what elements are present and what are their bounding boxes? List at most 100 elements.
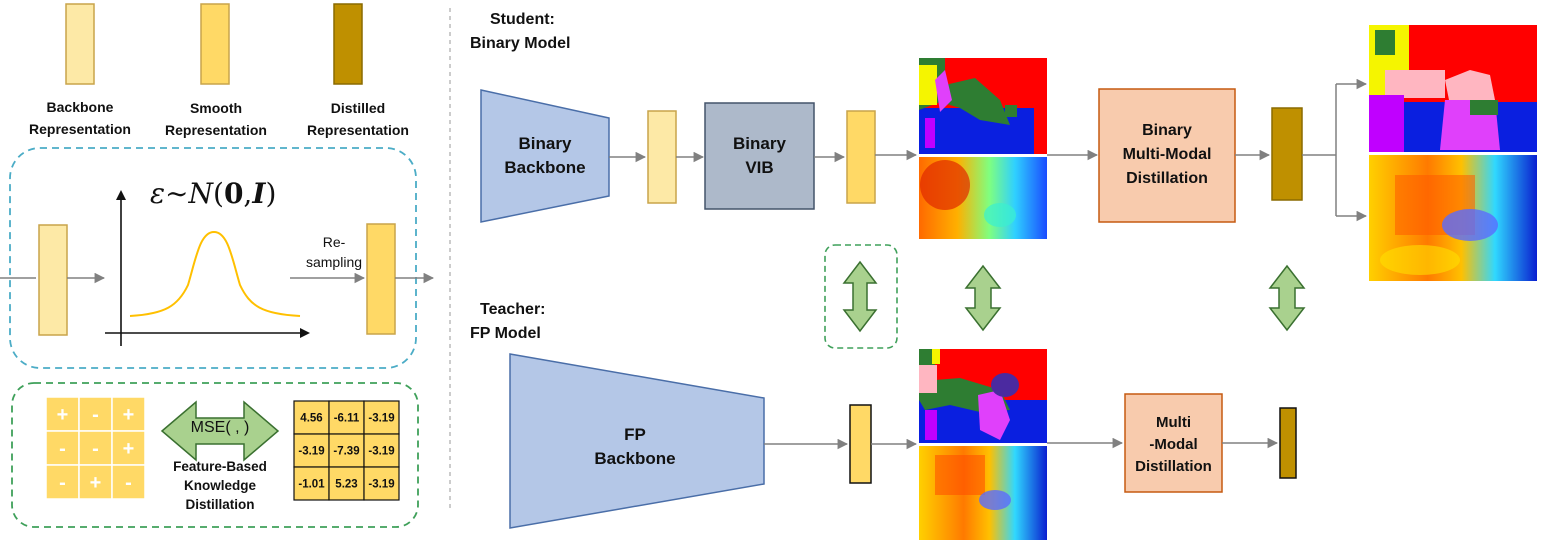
double-arrow-outputs: [964, 264, 1002, 332]
sign-grid-cell: [45, 430, 80, 466]
legend-distilled-line1: Distilled: [330, 100, 386, 116]
x-axis-head: [300, 328, 310, 338]
sign-grid-text: -: [92, 438, 99, 460]
kd-line2: Knowledge: [183, 478, 256, 493]
value-grid-text: -3.19: [368, 479, 394, 491]
student-distilled-rep: [1271, 107, 1303, 201]
resampling-label: Re- sampling: [296, 232, 372, 272]
fp-backbone-line2: Backbone: [594, 449, 676, 468]
legend-backbone-line2: Representation: [29, 121, 131, 137]
sign-grid-cell: [45, 464, 80, 500]
legend-smooth-label: Smooth Representation: [150, 97, 282, 141]
kd-panel: [11, 382, 419, 528]
sign-grid-text: -: [59, 472, 66, 494]
fp-backbone-box: [509, 353, 765, 529]
binary-distill-line3: Distillation: [1126, 170, 1208, 187]
fp-backbone-line1: FP: [624, 425, 646, 444]
formula-identity: I: [252, 177, 266, 210]
binary-backbone-line2: Backbone: [504, 158, 586, 177]
value-grid-text: -3.19: [298, 446, 324, 458]
value-grid-text: -6.11: [334, 413, 360, 425]
formula-open: (: [213, 177, 224, 210]
value-grid-cell: [363, 400, 400, 435]
student-segmentation-map: [919, 58, 1047, 154]
sign-grid-text: -: [92, 404, 99, 426]
legend-backbone-line1: Backbone: [46, 99, 114, 115]
sign-grid-cell: [111, 464, 146, 500]
representation-link-box: [824, 244, 898, 349]
sign-grid: + - + - - + - + -: [45, 396, 146, 500]
sign-grid-cell: [78, 464, 113, 500]
double-arrow-distilled: [1268, 264, 1306, 332]
kd-label: Feature-Based Knowledge Distillation: [150, 457, 290, 514]
value-grid-cell: [328, 400, 365, 435]
sign-grid-text: -: [59, 438, 66, 460]
teacher-segmentation-map: [919, 349, 1047, 443]
value-grid-cell: [328, 466, 365, 501]
noise-formula: ε∼N(0,I): [150, 177, 290, 210]
legend-distilled-line2: Representation: [307, 122, 409, 138]
formula-comma: ,: [243, 177, 253, 210]
y-axis-head: [116, 190, 126, 200]
sign-grid-text: +: [123, 404, 135, 426]
binary-distill-line2: Multi-Modal: [1122, 146, 1212, 163]
value-grid-cell: [363, 466, 400, 501]
teacher-title-line1: Teacher:: [480, 301, 546, 318]
value-grid-text: -7.39: [333, 446, 359, 458]
sign-grid-text: +: [57, 404, 69, 426]
kd-line3: Distillation: [185, 497, 255, 512]
double-arrow-representation: [842, 260, 878, 333]
value-grid-cell: [363, 433, 400, 468]
value-grid-text: 4.56: [300, 413, 322, 425]
teacher-distill-box: [1124, 393, 1223, 493]
mse-double-arrow: [160, 400, 280, 462]
legend-distilled-label: Distilled Representation: [292, 97, 424, 141]
binary-vib-line1: Binary: [733, 134, 786, 153]
binary-distill-line1: Binary: [1142, 122, 1192, 139]
teacher-distill-line3: Distillation: [1135, 458, 1212, 475]
teacher-smooth-rep: [849, 404, 872, 484]
mse-label: MSE( , ): [190, 419, 250, 436]
legend-smooth-line2: Representation: [165, 122, 267, 138]
legend-backbone-label: Backbone Representation: [14, 96, 146, 140]
binary-vib-box: [704, 102, 815, 210]
formula-zero: 0: [223, 177, 244, 210]
student-title-line1: Student:: [490, 11, 555, 28]
student-title: Student: Binary Model: [470, 8, 610, 56]
legend-smooth-line1: Smooth: [189, 100, 243, 116]
resampling-input-bar: [38, 224, 68, 336]
binary-vib-label: Binary VIB: [705, 132, 814, 180]
arrow-branch-outputs: [1302, 84, 1337, 216]
final-segmentation-map: [1369, 25, 1537, 152]
value-grid-text: -3.19: [368, 413, 394, 425]
binary-backbone-label: Binary Backbone: [481, 132, 609, 180]
sign-grid-cell: [78, 396, 113, 432]
teacher-title-line2: FP Model: [470, 325, 541, 342]
resampling-line2: sampling: [305, 254, 363, 270]
student-smooth-rep: [846, 110, 876, 204]
sign-grid-text: +: [123, 438, 135, 460]
final-depth-map: [1369, 155, 1537, 281]
sign-grid-text: +: [90, 472, 102, 494]
value-grid-text: 5.23: [335, 479, 357, 491]
binary-backbone-line1: Binary: [518, 134, 572, 153]
resampling-line1: Re-: [322, 234, 346, 250]
legend-backbone-swatch: [65, 3, 95, 85]
sign-grid-text: -: [125, 472, 132, 494]
formula-close: ): [265, 177, 277, 210]
formula-epsilon: ε∼: [150, 177, 189, 210]
resampling-panel: [9, 147, 417, 369]
resampling-output-bar: [366, 223, 396, 335]
teacher-depth-map: [919, 446, 1047, 540]
value-grid-cell: [293, 400, 330, 435]
binary-vib-line2: VIB: [745, 158, 774, 177]
legend-distilled-swatch: [333, 3, 363, 85]
binary-distill-label: Binary Multi-Modal Distillation: [1099, 119, 1235, 191]
teacher-distilled-rep: [1279, 407, 1297, 479]
student-backbone-rep: [647, 110, 677, 204]
teacher-distill-label: Multi -Modal Distillation: [1125, 412, 1222, 478]
teacher-distill-line1: Multi: [1156, 414, 1191, 431]
formula-n: N: [188, 177, 214, 210]
teacher-distill-line2: -Modal: [1149, 436, 1198, 453]
